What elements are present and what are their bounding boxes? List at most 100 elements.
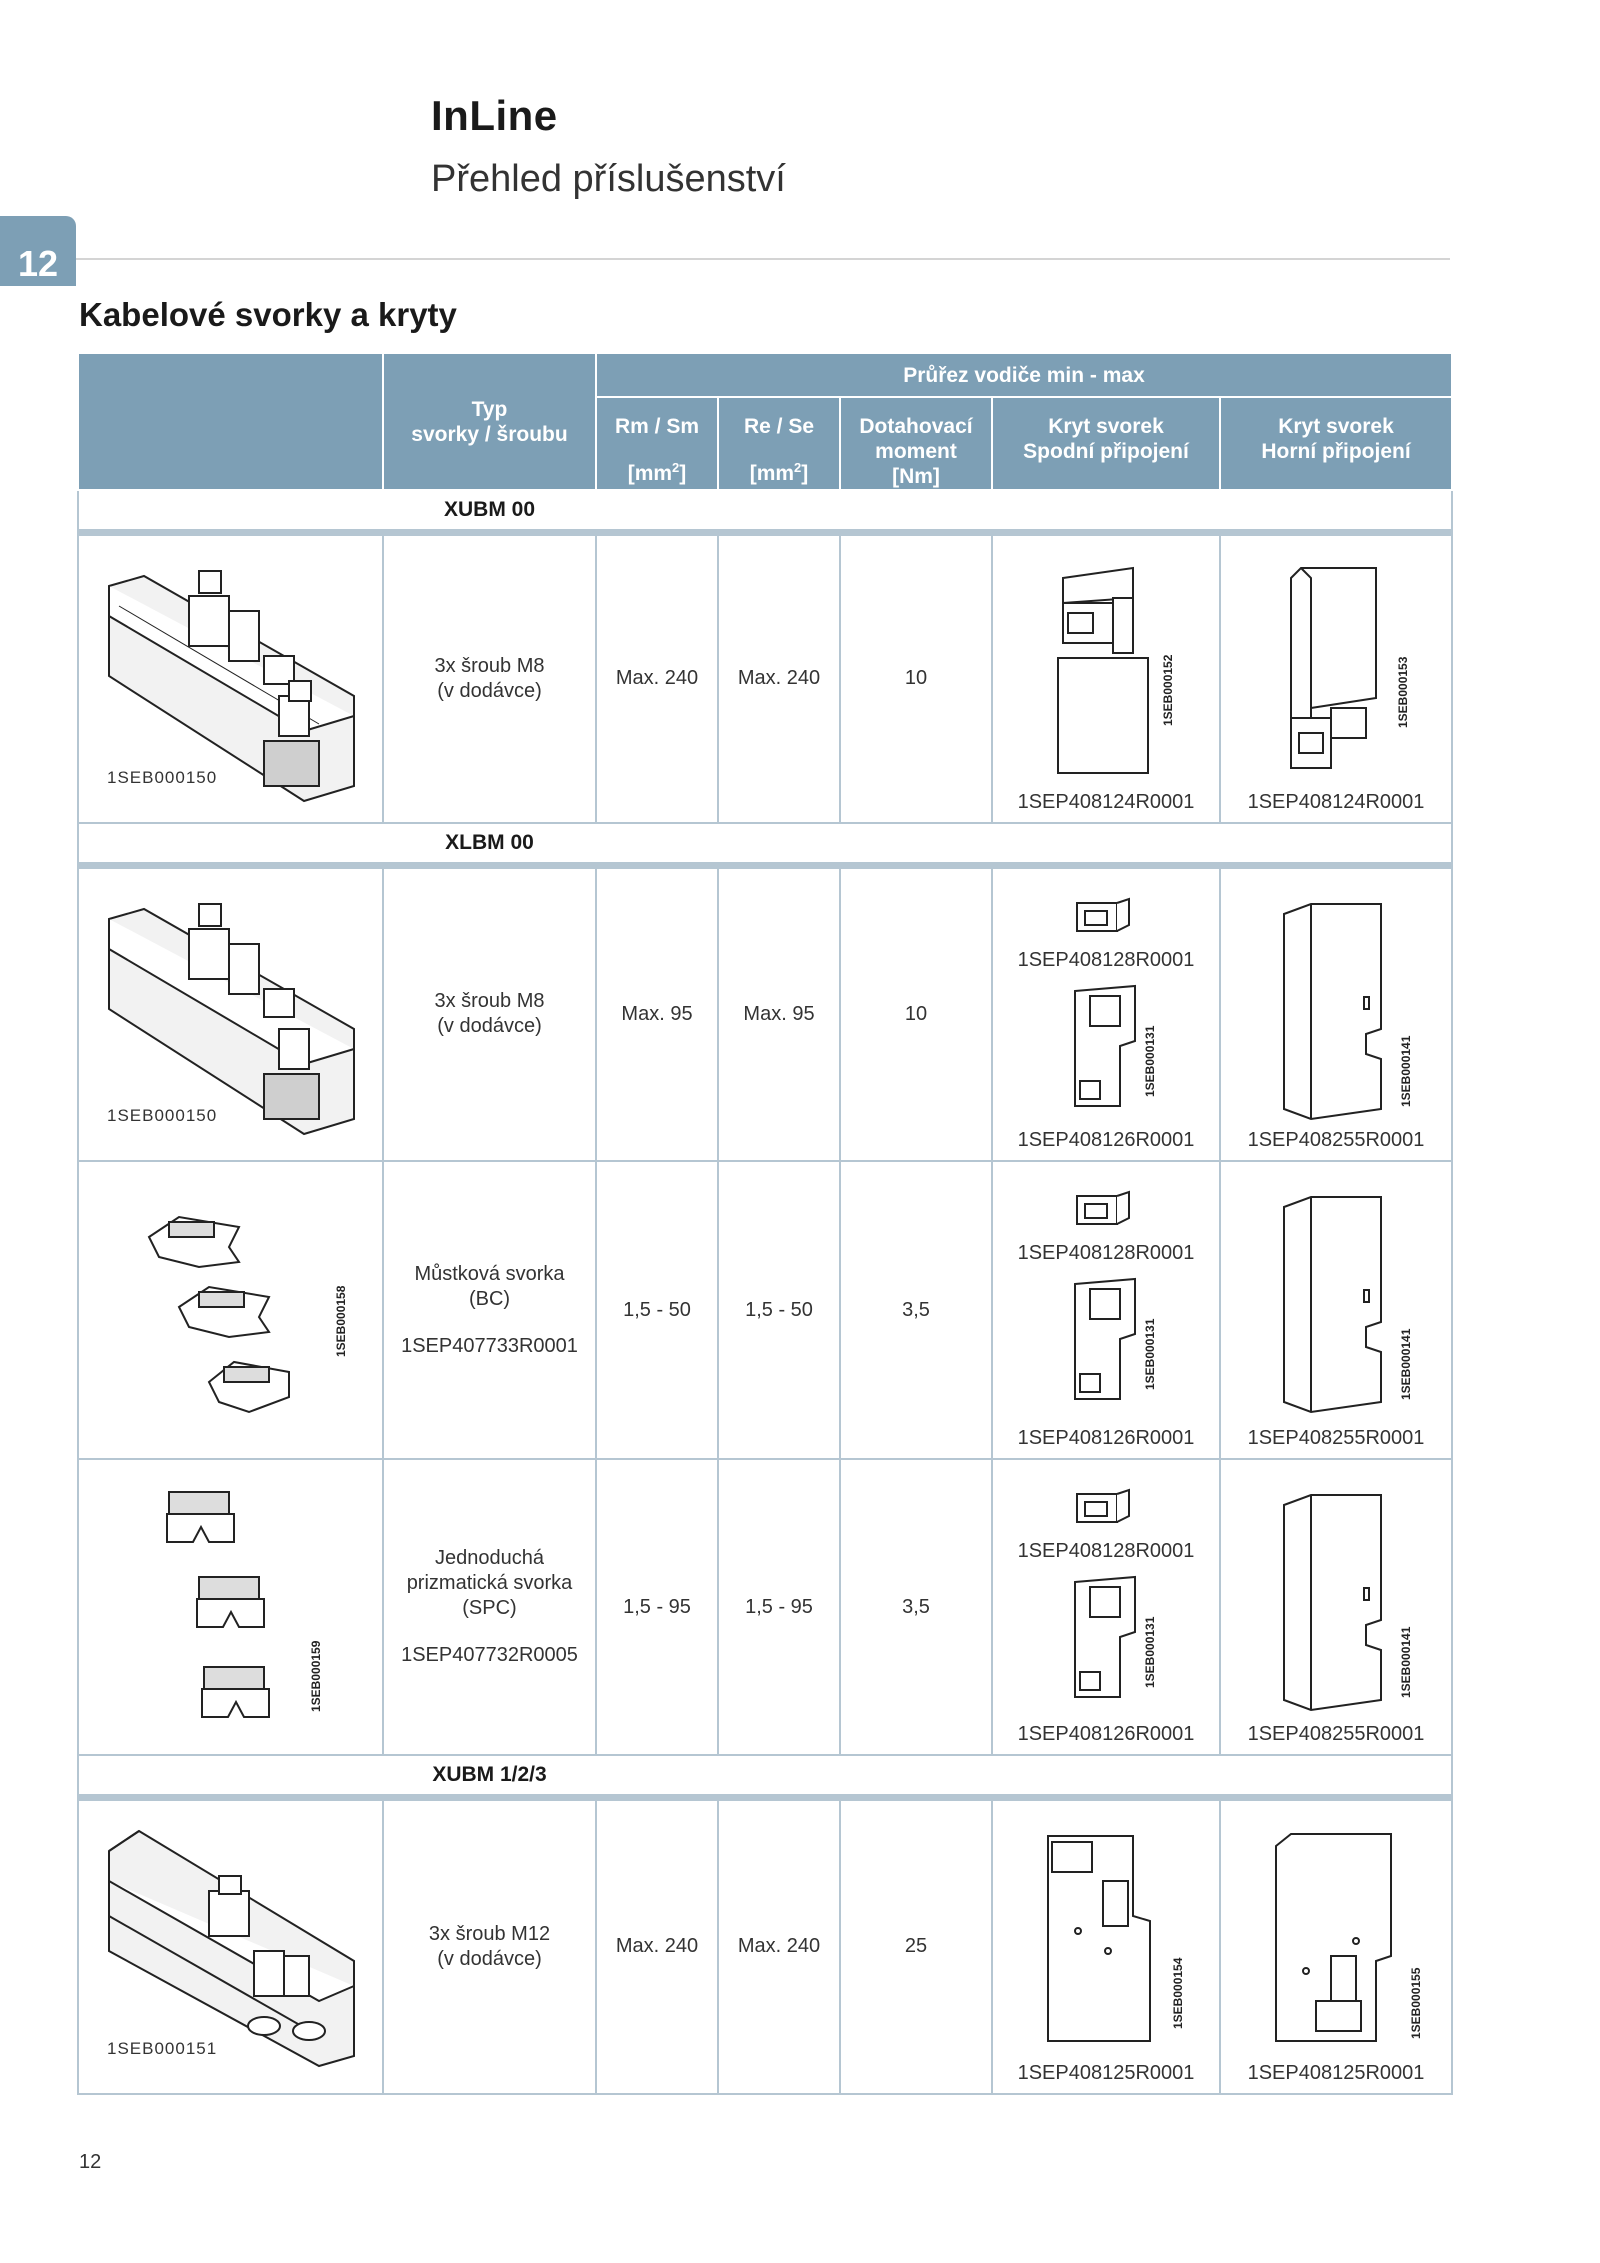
clamp-illustration: 1SEB000158 — [77, 1160, 384, 1460]
header-image — [77, 352, 384, 491]
upper-cover-part: 1SEP408124R0001 — [1247, 790, 1425, 813]
lower-cover-image — [1074, 1277, 1136, 1400]
cell-torque: 25 — [839, 1796, 993, 2095]
header-divider — [76, 258, 1450, 260]
group-row: XUBM 00 — [77, 489, 1453, 536]
cell-re: Max. 240 — [717, 531, 841, 824]
lower-cover-code: 1SEB000131 — [1143, 1318, 1157, 1390]
small-clip-image — [1076, 1488, 1130, 1523]
upper-cover-image — [1283, 1494, 1382, 1712]
cell-torque: 10 — [839, 864, 993, 1162]
upper-cover-image — [1283, 902, 1382, 1120]
cell-rm: Max. 95 — [595, 864, 719, 1162]
upper-cover-part: 1SEP408255R0001 — [1247, 1723, 1425, 1745]
lower-cover-part: 1SEP408126R0001 — [1017, 1427, 1195, 1449]
table-row: 1SEB000150 3x šroub M8(v dodávce) Max. 9… — [77, 864, 1453, 1162]
upper-cover-image — [1275, 1833, 1392, 2042]
busbar-illustration: 1SEB000151 — [77, 1796, 384, 2095]
section-title: Kabelové svorky a kryty — [79, 296, 457, 333]
small-clip-image — [1076, 897, 1130, 932]
chapter-tab: 12 — [0, 216, 76, 286]
header-cross-section: Průřez vodiče min - max — [595, 352, 1453, 398]
upper-cover-image — [1283, 1196, 1382, 1414]
upper-cover-code: 1SEB000153 — [1396, 656, 1410, 728]
busbar-clamp-image — [108, 902, 355, 1135]
brand-title: InLine — [431, 92, 558, 139]
lower-cover-code: 1SEB000131 — [1143, 1025, 1157, 1097]
lower-cover-part: 1SEP408124R0001 — [1017, 790, 1195, 813]
group-row: XUBM 1/2/3 — [77, 1754, 1453, 1801]
busbar-illustration: 1SEB000150 — [77, 531, 384, 824]
bridge-clamp-image — [147, 1215, 290, 1414]
header-rm: Rm / Sm[mm2] — [595, 396, 719, 491]
lower-cover-part: 1SEP408125R0001 — [1017, 2061, 1195, 2084]
cell-rm: 1,5 - 50 — [595, 1160, 719, 1460]
clamp-illustration: 1SEB000159 — [77, 1458, 384, 1756]
lower-cover-cell: 1SEP408128R0001 1SEB000131 1SEP408126R00… — [991, 864, 1221, 1162]
upper-cover-code: 1SEB000141 — [1399, 1328, 1413, 1400]
clamp-type: Můstková svorka(BC)1SEP407733R0001 — [382, 1160, 597, 1460]
cell-torque: 3,5 — [839, 1458, 993, 1756]
lower-cover-code: 1SEB000152 — [1161, 654, 1175, 726]
upper-cover-cell: 1SEB000141 1SEP408255R0001 — [1219, 1160, 1453, 1460]
image-code: 1SEB000150 — [107, 767, 218, 787]
page-number: 12 — [79, 2151, 102, 2173]
busbar-clamp-image — [108, 570, 355, 803]
busbar-clamp-image — [108, 1829, 355, 2068]
lower-cover-image — [1074, 1575, 1136, 1698]
lower-cover-cell: 1SEB000154 1SEP408125R0001 — [991, 1796, 1221, 2095]
screw-type: 3x šroub M12(v dodávce) — [382, 1796, 597, 2095]
cell-re: 1,5 - 95 — [717, 1458, 841, 1756]
lower-cover-code: 1SEB000154 — [1171, 1957, 1185, 2029]
lower-cover-top-part: 1SEP408128R0001 — [1017, 1540, 1195, 1562]
upper-cover-image — [1290, 567, 1377, 769]
cell-re: 1,5 - 50 — [717, 1160, 841, 1460]
table-row: 1SEB000151 3x šroub M12(v dodávce) Max. … — [77, 1796, 1453, 2095]
cell-torque: 3,5 — [839, 1160, 993, 1460]
busbar-illustration: 1SEB000150 — [77, 864, 384, 1162]
upper-cover-code: 1SEB000141 — [1399, 1035, 1413, 1107]
image-code: 1SEB000159 — [309, 1640, 323, 1712]
image-code: 1SEB000151 — [107, 2038, 218, 2058]
small-clip-image — [1076, 1190, 1130, 1225]
image-code: 1SEB000150 — [107, 1106, 218, 1125]
table-row: 1SEB000158 Můstková svorka(BC)1SEP407733… — [77, 1160, 1453, 1460]
screw-type: 3x šroub M8(v dodávce) — [382, 864, 597, 1162]
group-row: XLBM 00 — [77, 821, 1453, 869]
upper-cover-cell: 1SEB000141 1SEP408255R0001 — [1219, 1458, 1453, 1756]
lower-cover-cell: 1SEB000152 1SEP408124R0001 — [991, 531, 1221, 824]
upper-cover-cell: 1SEB000153 1SEP408124R0001 — [1219, 531, 1453, 824]
page-subtitle: Přehled příslušenství — [431, 158, 786, 200]
header-re: Re / Se[mm2] — [717, 396, 841, 491]
cell-rm: 1,5 - 95 — [595, 1458, 719, 1756]
upper-cover-part: 1SEP408125R0001 — [1247, 2061, 1425, 2084]
table-row: 1SEB000150 3x šroub M8(v dodávce) Max. 2… — [77, 531, 1453, 824]
lower-cover-part: 1SEP408126R0001 — [1017, 1723, 1195, 1745]
upper-cover-code: 1SEB000141 — [1399, 1626, 1413, 1698]
cell-rm: Max. 240 — [595, 1796, 719, 2095]
group-title: XUBM 1/2/3 — [383, 1754, 596, 1801]
group-title: XLBM 00 — [383, 821, 596, 869]
lower-cover-image — [1047, 1835, 1151, 2042]
lower-cover-image — [1074, 984, 1136, 1107]
lower-cover-cell: 1SEP408128R0001 1SEB000131 1SEP408126R00… — [991, 1458, 1221, 1756]
cell-rm: Max. 240 — [595, 531, 719, 824]
lower-cover-cell: 1SEP408128R0001 1SEB000131 1SEP408126R00… — [991, 1160, 1221, 1460]
lower-cover-top-part: 1SEP408128R0001 — [1017, 948, 1195, 971]
group-title: XUBM 00 — [383, 489, 596, 536]
image-code: 1SEB000158 — [334, 1285, 348, 1357]
lower-cover-image — [1057, 566, 1149, 774]
lower-cover-code: 1SEB000131 — [1143, 1616, 1157, 1688]
cell-re: Max. 240 — [717, 1796, 841, 2095]
lower-cover-part: 1SEP408126R0001 — [1017, 1129, 1195, 1151]
screw-type: 3x šroub M8(v dodávce) — [382, 531, 597, 824]
upper-cover-part: 1SEP408255R0001 — [1247, 1129, 1425, 1151]
lower-cover-top-part: 1SEP408128R0001 — [1017, 1242, 1195, 1264]
upper-cover-cell: 1SEB000141 1SEP408255R0001 — [1219, 864, 1453, 1162]
